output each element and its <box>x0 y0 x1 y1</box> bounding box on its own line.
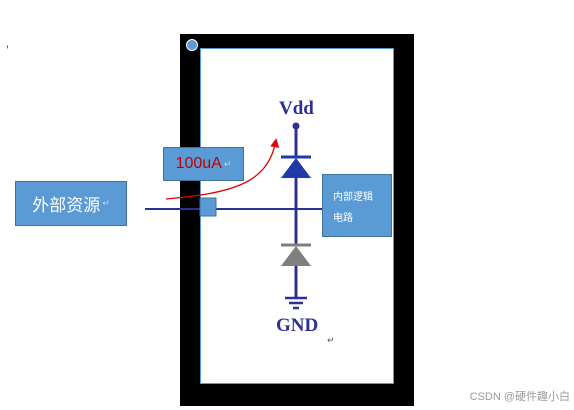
return-mark: ↵ <box>102 198 110 208</box>
external-source-box: 外部资源 ↵ <box>15 181 127 226</box>
current-callout-box: 100uA ↵ <box>163 147 244 181</box>
internal-logic-line2: 电路 <box>333 213 353 224</box>
current-flow-arrow <box>165 138 280 200</box>
current-value-label: 100uA <box>175 155 222 172</box>
upper-diode-icon <box>281 158 311 178</box>
vdd-node <box>292 122 300 130</box>
lower-diode-icon <box>281 246 311 266</box>
return-mark: ↵ <box>327 335 335 345</box>
internal-logic-box: 内部逻辑 电路 <box>322 174 392 237</box>
vdd-label: Vdd <box>279 98 314 119</box>
return-mark: ↵ <box>223 158 232 169</box>
watermark: CSDN @硬件趣小白 <box>469 391 570 403</box>
gnd-label: GND <box>276 315 319 336</box>
pin1-marker-icon <box>186 39 198 51</box>
io-pad <box>199 197 217 217</box>
internal-logic-line1: 内部逻辑 <box>333 192 373 203</box>
external-source-label: 外部资源 <box>32 196 101 215</box>
stray-mark: , <box>6 38 10 50</box>
